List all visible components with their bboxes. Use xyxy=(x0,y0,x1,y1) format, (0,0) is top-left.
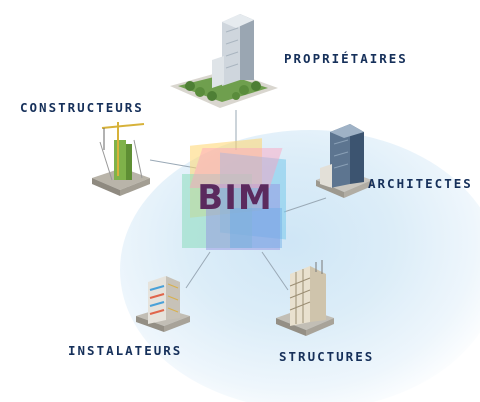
label-instalateurs: INSTALATEURS xyxy=(68,343,183,358)
crane-construction-icon xyxy=(92,122,150,196)
connector-constructeurs xyxy=(149,159,197,169)
label-proprietaires: PROPRIÉTAIRES xyxy=(284,51,408,66)
label-constructeurs: CONSTRUCTEURS xyxy=(20,100,144,115)
mep-building-icon xyxy=(136,276,190,332)
label-architectes: ARCHITECTES xyxy=(368,176,473,191)
center-label: BIM xyxy=(197,178,273,218)
label-structures: STRUCTURES xyxy=(279,349,375,364)
background-halo xyxy=(120,130,480,402)
office-tower-icon xyxy=(170,14,278,108)
steel-frame-icon xyxy=(276,260,334,336)
connector-structures xyxy=(261,251,289,291)
glass-tower-icon xyxy=(316,124,372,198)
connector-instalateurs xyxy=(185,251,211,289)
bim-cube-icon xyxy=(176,138,294,256)
connector-architectes xyxy=(283,197,327,213)
